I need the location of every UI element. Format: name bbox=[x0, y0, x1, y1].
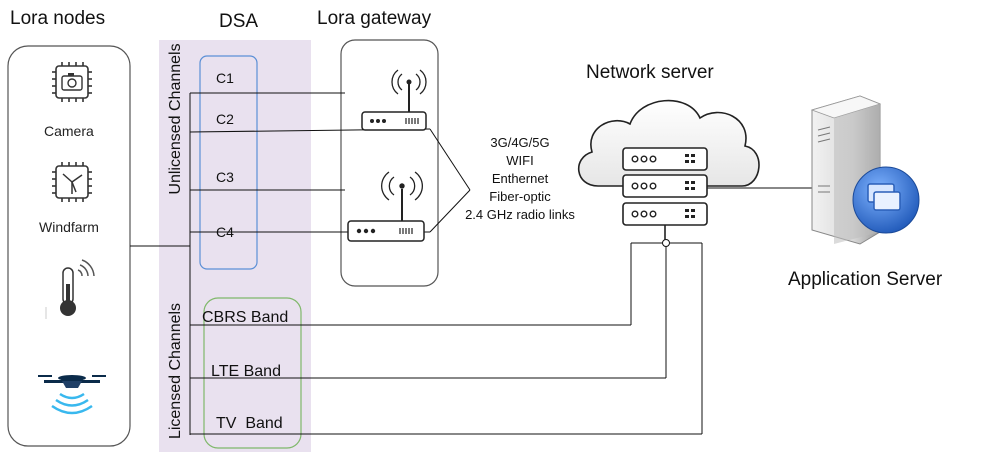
title-network-server: Network server bbox=[586, 62, 714, 83]
band-label-tv: TV Band bbox=[216, 415, 283, 432]
band-label-cbrs: CBRS Band bbox=[202, 309, 289, 326]
link-tech-line: WIFI bbox=[506, 153, 534, 168]
windmill-chip-icon bbox=[52, 162, 92, 202]
title-lora-gateway: Lora gateway bbox=[317, 8, 432, 29]
channel-label: C3 bbox=[216, 169, 234, 185]
channel-label: C4 bbox=[216, 224, 234, 240]
junction-dot bbox=[662, 239, 670, 247]
router-icon bbox=[361, 69, 427, 131]
licensed-channels-label: Licensed Channels bbox=[167, 302, 184, 440]
link-tech-line: 3G/4G/5G bbox=[490, 135, 550, 150]
drone-icon bbox=[38, 375, 106, 415]
unlicensed-channels-box bbox=[199, 55, 258, 270]
link-technologies: 3G/4G/5G WIFI Enthernet Fiber-optic 2.4 … bbox=[455, 134, 585, 224]
router-icon bbox=[347, 171, 425, 242]
lora-gateway-panel bbox=[340, 39, 439, 287]
link-tech-line: 2.4 GHz radio links bbox=[465, 207, 575, 222]
server-stack-icon bbox=[622, 147, 708, 240]
camera-chip-icon bbox=[52, 62, 92, 102]
title-dsa: DSA bbox=[219, 11, 259, 32]
link-tech-line: Enthernet bbox=[491, 171, 549, 186]
cloud-icon bbox=[577, 99, 760, 187]
application-server-icon bbox=[810, 95, 920, 245]
unlicensed-channels-label: Unlicensed Channels bbox=[167, 43, 184, 195]
channel-label: C2 bbox=[216, 111, 234, 127]
band-label-lte: LTE Band bbox=[211, 363, 281, 380]
node-label-windfarm: Windfarm bbox=[39, 219, 99, 235]
title-lora-nodes: Lora nodes bbox=[10, 8, 106, 29]
title-application-server: Application Server bbox=[788, 269, 943, 290]
node-label-camera: Camera bbox=[44, 123, 94, 139]
channel-label: C1 bbox=[216, 70, 234, 86]
thermometer-sensor-icon bbox=[45, 259, 95, 319]
licensed-channels-box bbox=[203, 297, 302, 449]
link-tech-line: Fiber-optic bbox=[489, 189, 551, 204]
